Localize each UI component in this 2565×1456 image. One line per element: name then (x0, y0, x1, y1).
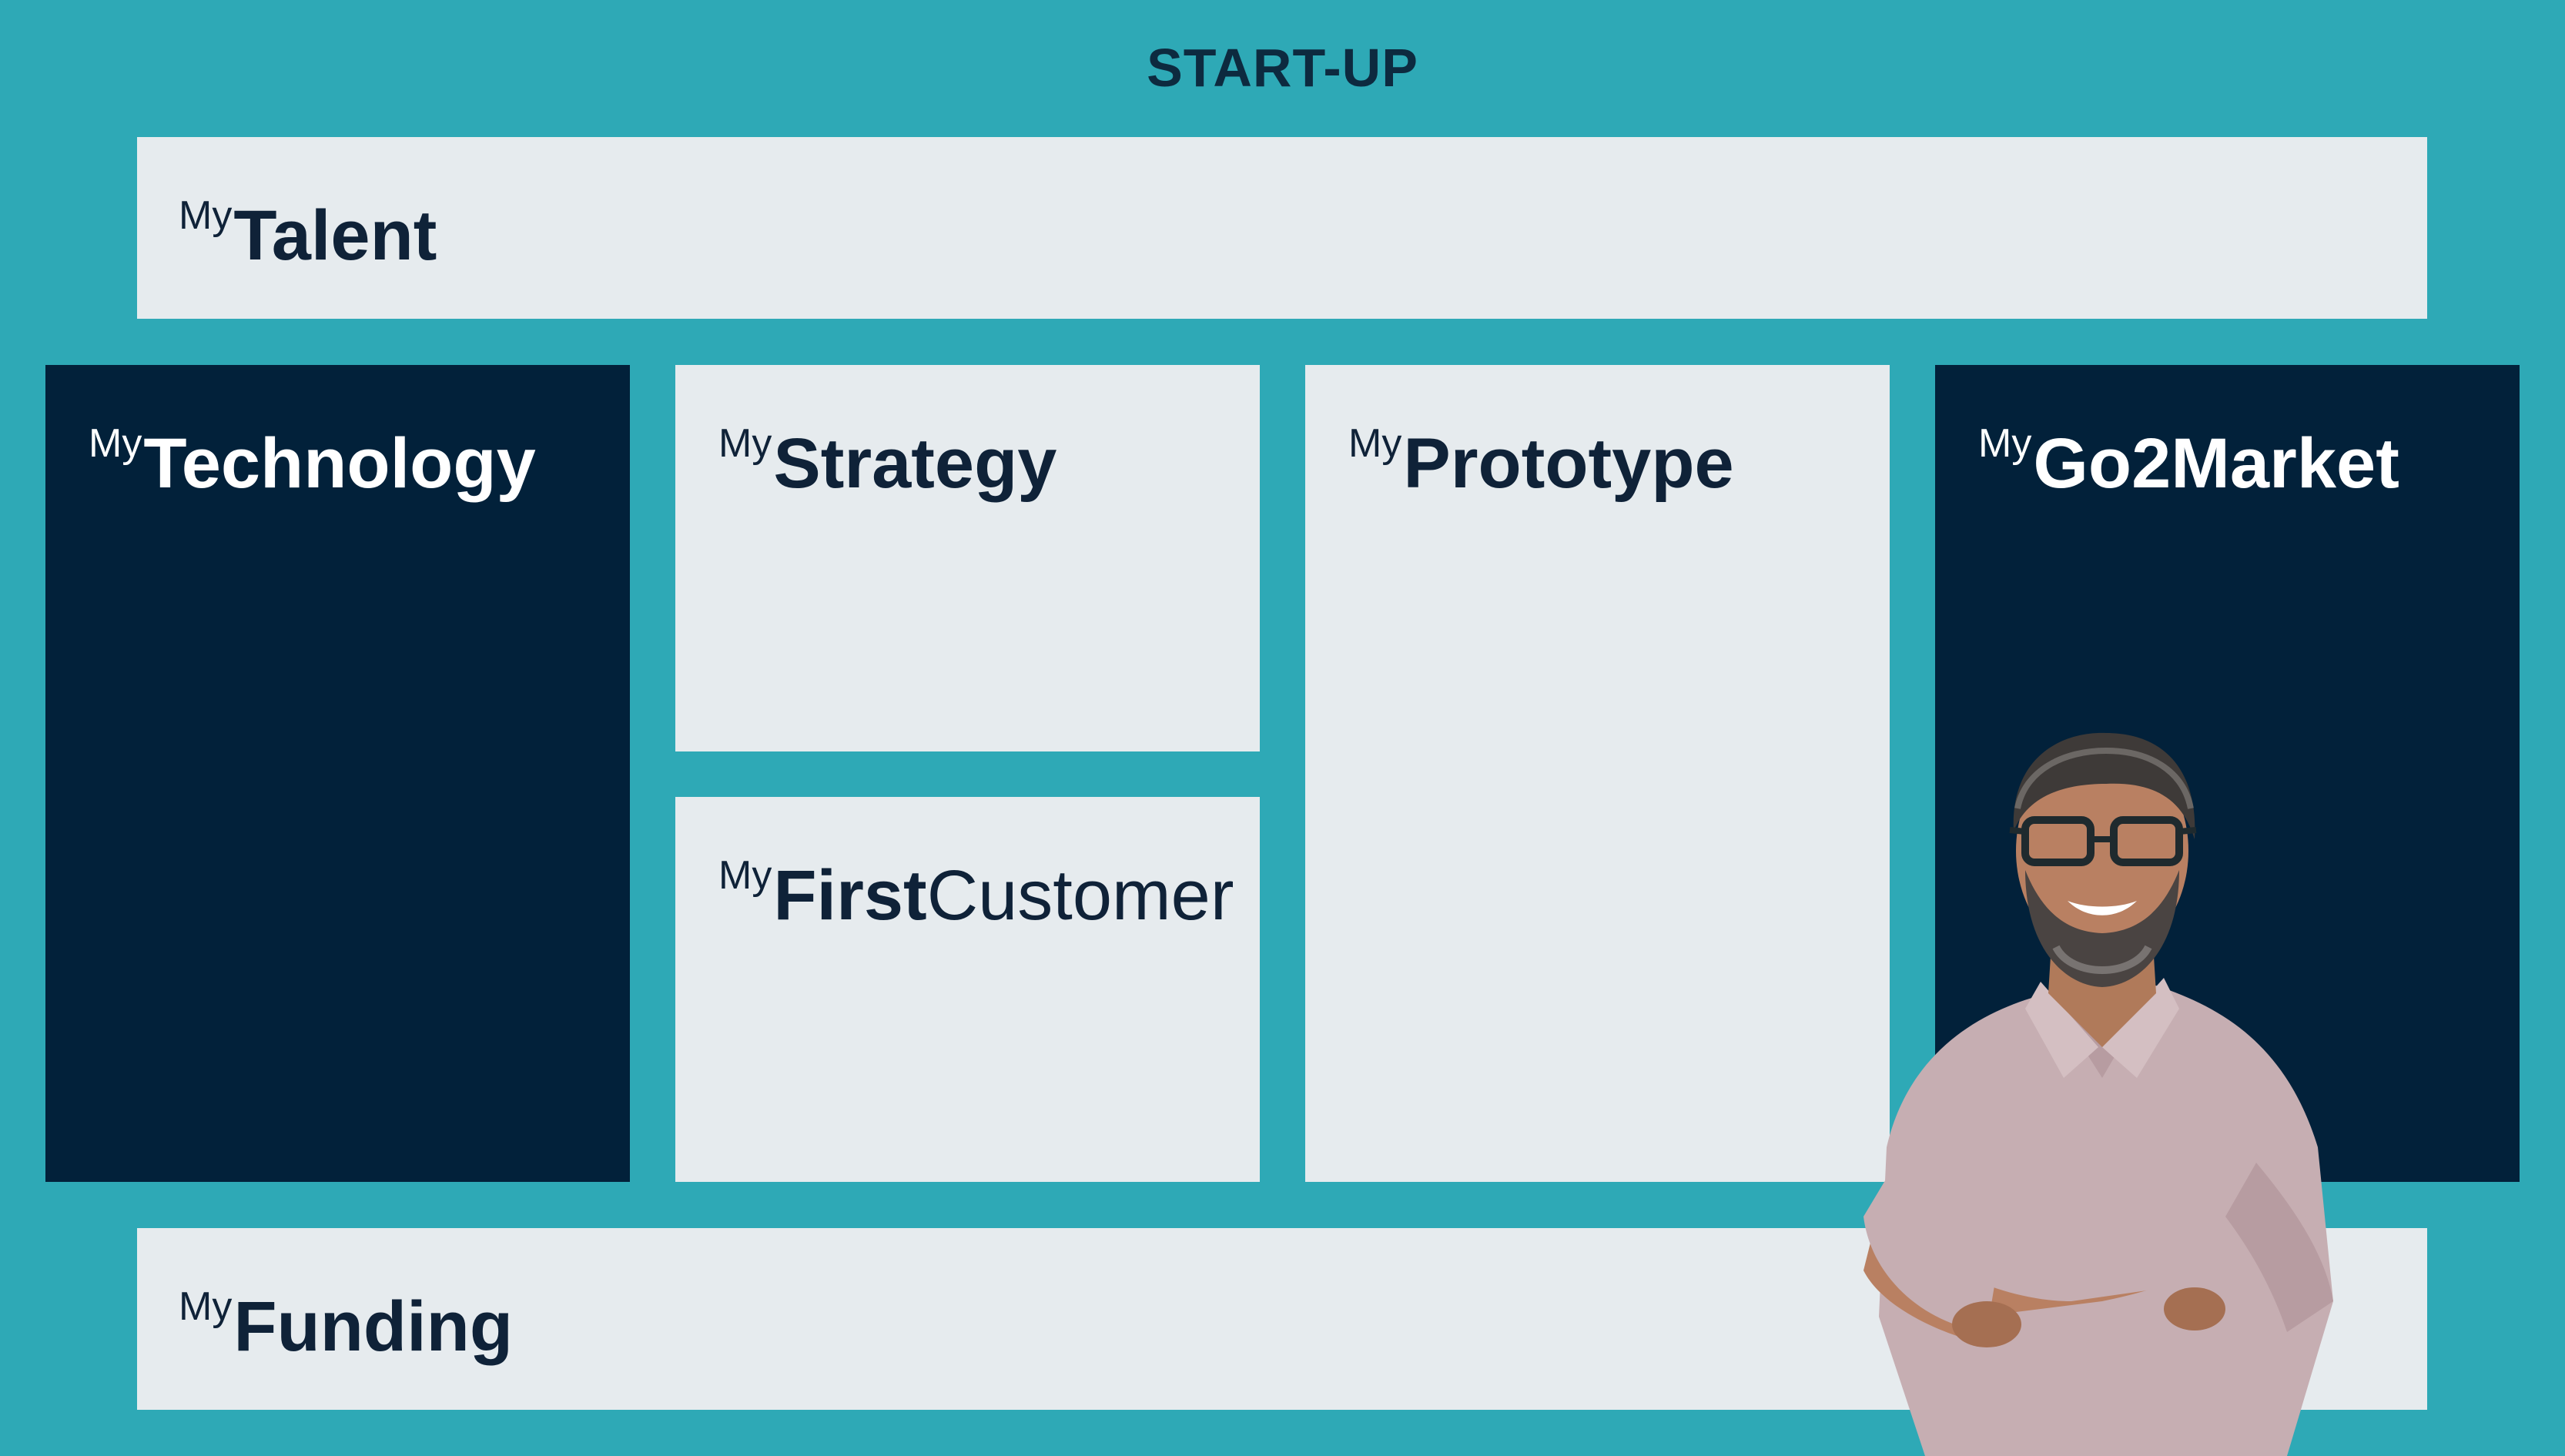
card-title: Go2Market (2033, 424, 2399, 503)
card-title: Strategy (773, 424, 1057, 503)
card-technology[interactable]: MyTechnology (45, 365, 630, 1182)
card-prefix: My (718, 421, 772, 466)
card-funding-label: MyFunding (179, 1287, 513, 1362)
person-photo (1863, 732, 2333, 1456)
card-prefix: My (179, 193, 233, 238)
card-title: First (773, 856, 927, 935)
card-prototype[interactable]: MyPrototype (1305, 365, 1890, 1182)
card-strategy[interactable]: MyStrategy (675, 365, 1260, 751)
card-technology-label: MyTechnology (89, 423, 536, 499)
card-first-customer-label: MyFirstCustomer (718, 855, 1234, 931)
card-prefix: My (1348, 421, 1402, 466)
card-title: Technology (143, 424, 536, 503)
card-title: Prototype (1403, 424, 1734, 503)
card-prefix: My (89, 421, 142, 466)
card-title: Funding (233, 1287, 514, 1366)
card-strategy-label: MyStrategy (718, 423, 1056, 499)
card-talent[interactable]: MyTalent (137, 137, 2427, 319)
card-first-customer[interactable]: MyFirstCustomer (675, 797, 1260, 1182)
card-prefix: My (718, 853, 772, 898)
card-title: Talent (233, 196, 437, 275)
card-go2market-label: MyGo2Market (1978, 423, 2399, 499)
card-prefix: My (1978, 421, 2032, 466)
card-prototype-label: MyPrototype (1348, 423, 1734, 499)
card-title-light: Customer (926, 856, 1234, 935)
page-title: START-UP (1147, 38, 1418, 98)
card-prefix: My (179, 1284, 233, 1329)
card-talent-label: MyTalent (179, 196, 437, 271)
